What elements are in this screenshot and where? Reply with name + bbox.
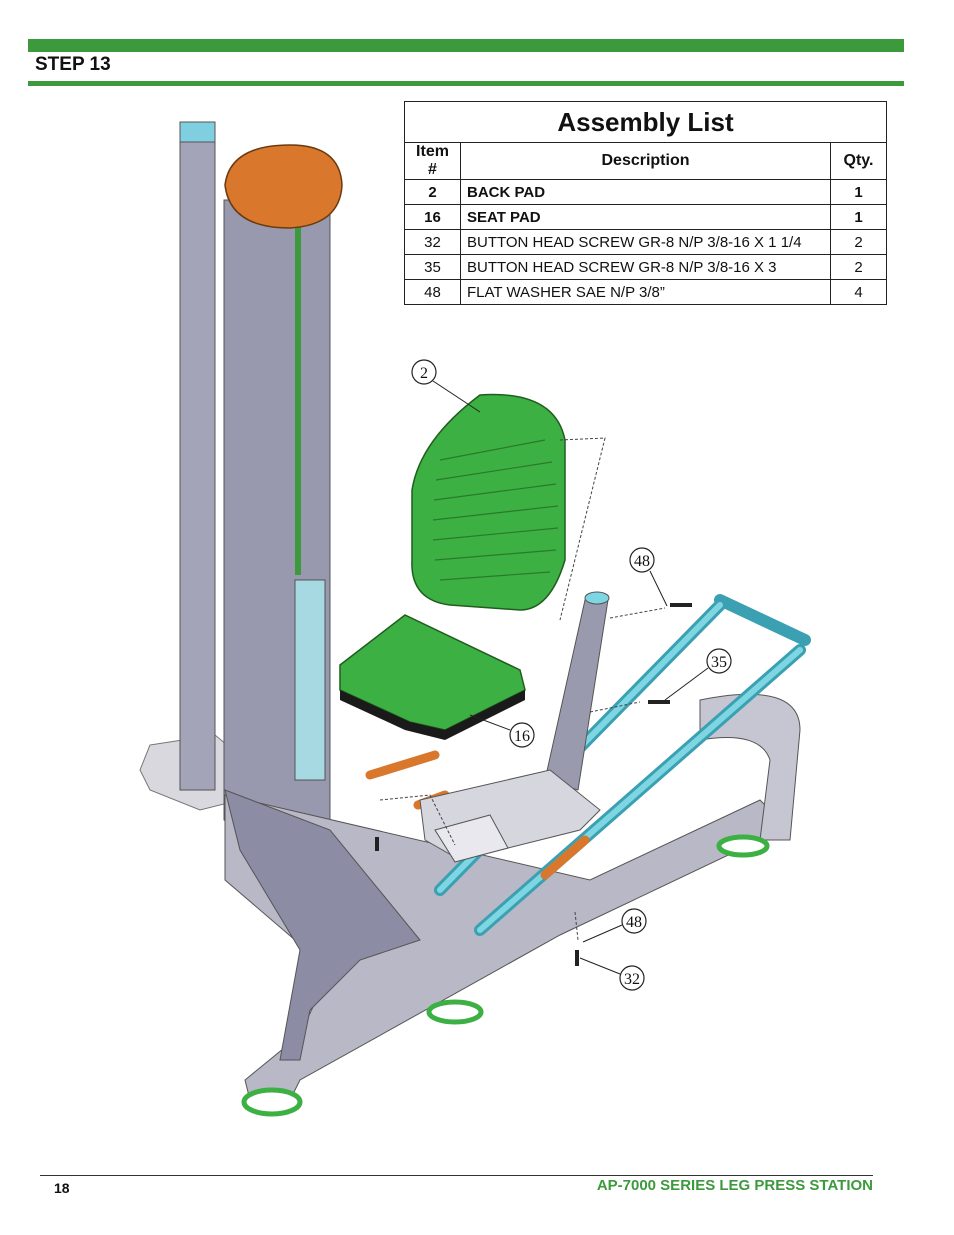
table-row: 35 BUTTON HEAD SCREW GR-8 N/P 3/8-16 X 3… [404,254,887,280]
item-description: BUTTON HEAD SCREW GR-8 N/P 3/8-16 X 3 [460,254,831,280]
step-title: STEP 13 [35,54,111,75]
item-description: BACK PAD [460,179,831,205]
assembly-table: Assembly List Item # Description Qty. 2 … [404,101,887,305]
item-description: BUTTON HEAD SCREW GR-8 N/P 3/8-16 X 1 1/… [460,229,831,255]
header-bar-top [28,39,904,52]
item-qty: 2 [830,229,887,255]
footer-document-title: AP-7000 SERIES LEG PRESS STATION [596,1177,873,1194]
item-qty: 1 [830,204,887,230]
footer-divider [40,1175,873,1176]
table-row: 32 BUTTON HEAD SCREW GR-8 N/P 3/8-16 X 1… [404,229,887,255]
item-number: 16 [404,204,461,230]
header-bar-bottom [28,81,904,86]
col-description-header: Description [460,142,831,180]
callout-32: 32 [624,971,640,988]
table-row: 48 FLAT WASHER SAE N/P 3/8” 4 [404,279,887,305]
item-qty: 2 [830,254,887,280]
item-qty: 1 [830,179,887,205]
table-row: 16 SEAT PAD 1 [404,204,887,230]
item-qty: 4 [830,279,887,305]
item-description: FLAT WASHER SAE N/P 3/8” [460,279,831,305]
assembly-list: Assembly List Item # Description Qty. 2 … [404,101,887,305]
item-number: 35 [404,254,461,280]
col-item-header: Item # [404,142,461,180]
callout-35: 35 [711,654,727,671]
callout-48-top: 48 [634,553,650,570]
callout-16: 16 [514,728,530,745]
item-number: 2 [404,179,461,205]
col-qty-header: Qty. [830,142,887,180]
item-number: 48 [404,279,461,305]
callout-2: 2 [420,365,428,382]
assembly-list-title: Assembly List [404,101,887,143]
item-number: 32 [404,229,461,255]
page-number: 18 [54,1180,70,1196]
callout-48-bottom: 48 [626,914,642,931]
table-header-row: Item # Description Qty. [404,142,887,180]
table-row: 2 BACK PAD 1 [404,179,887,205]
item-description: SEAT PAD [460,204,831,230]
